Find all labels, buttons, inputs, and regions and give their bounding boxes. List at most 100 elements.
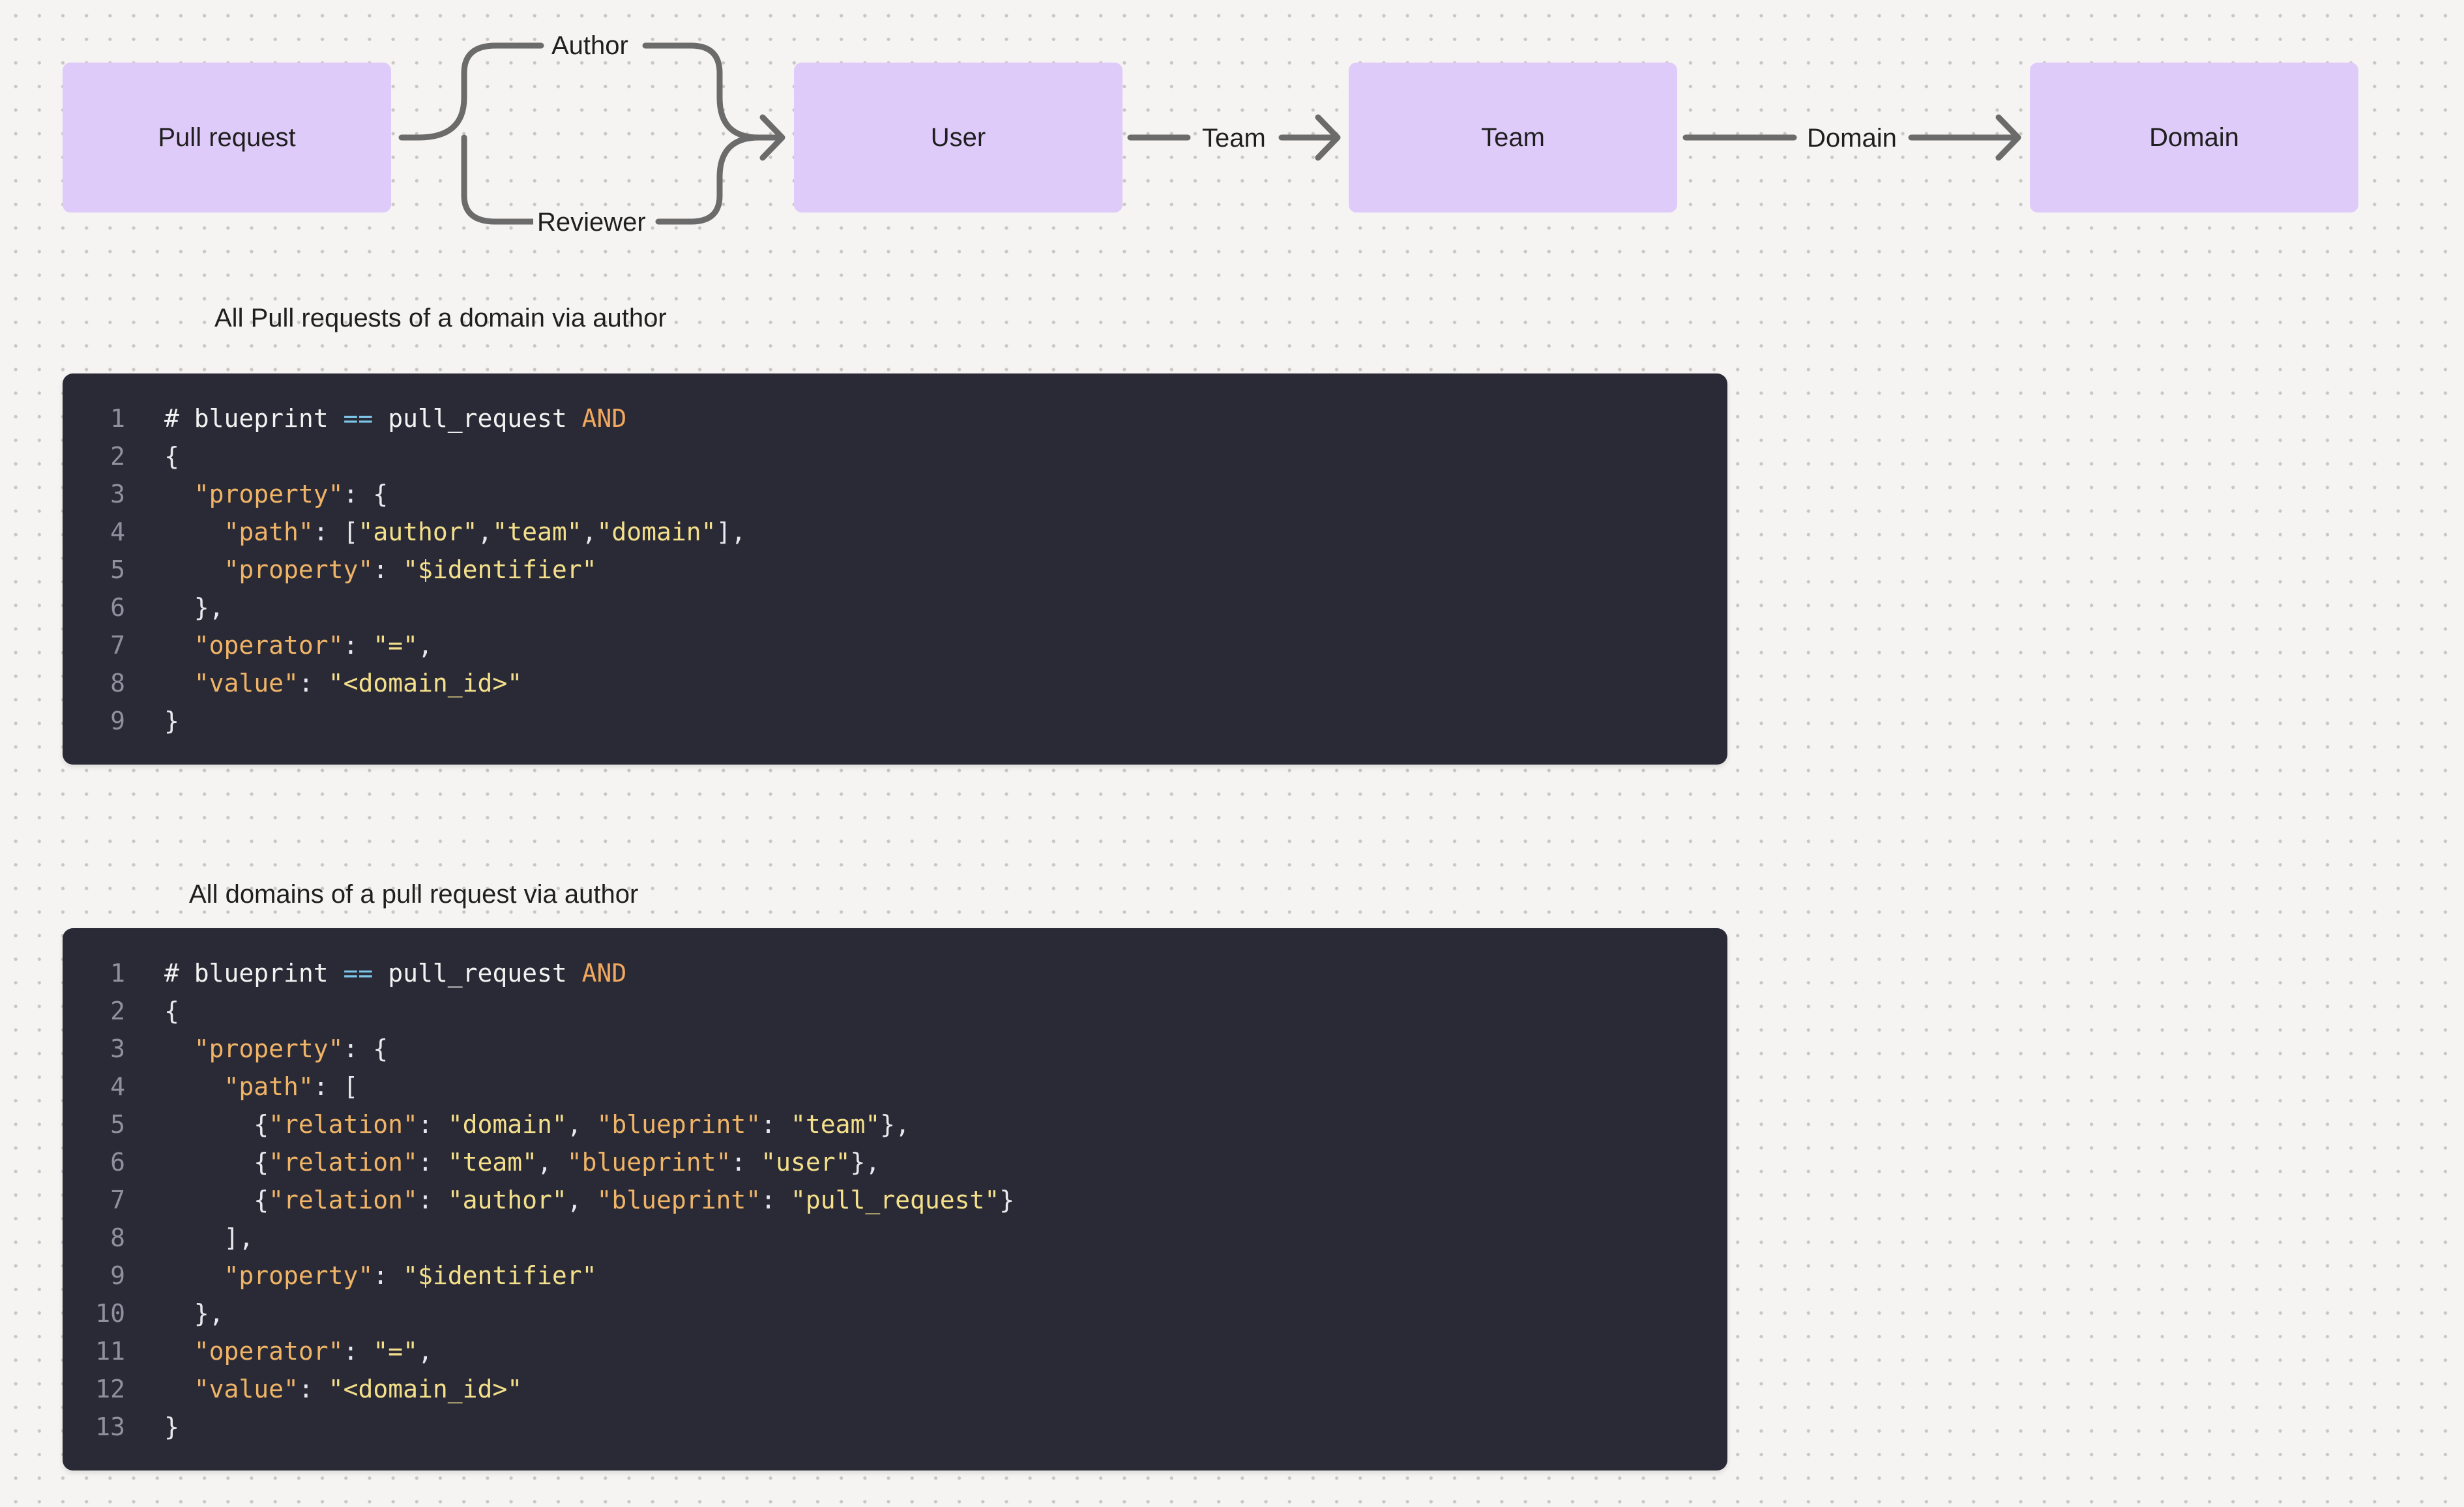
- code-token: "=": [373, 1337, 418, 1366]
- code-line: 7 "operator": "=",: [63, 626, 1727, 664]
- code-token: "path": [224, 1072, 314, 1101]
- code-token: "team": [790, 1110, 881, 1139]
- code-token: :: [417, 1148, 448, 1177]
- line-number: 2: [110, 997, 125, 1025]
- code-token: : [: [313, 1072, 359, 1101]
- code-token: :: [731, 1148, 761, 1177]
- code-text: "path": [: [164, 1068, 359, 1105]
- code-line: 4 "path": [: [63, 1068, 1727, 1105]
- line-number: 4: [110, 518, 125, 546]
- code-token: : [: [313, 518, 359, 546]
- code-text: }: [164, 1408, 179, 1446]
- code-text: {"relation": "author", "blueprint": "pul…: [164, 1181, 1014, 1219]
- code-line: 5 {"relation": "domain", "blueprint": "t…: [63, 1105, 1727, 1143]
- code-text: "operator": "=",: [164, 1332, 433, 1370]
- code-token: "domain": [596, 518, 716, 546]
- code-token: :: [417, 1186, 448, 1214]
- code-token: ,: [566, 1110, 597, 1139]
- code-line: 3 "property": {: [63, 475, 1727, 513]
- code-token: "relation": [269, 1148, 418, 1177]
- code-line: 1# blueprint == pull_request AND: [63, 954, 1727, 992]
- code-line: 7 {"relation": "author", "blueprint": "p…: [63, 1181, 1727, 1219]
- code-token: },: [880, 1110, 910, 1139]
- line-number: 11: [95, 1337, 125, 1366]
- code-token: "domain": [447, 1110, 567, 1139]
- line-number: 8: [110, 1223, 125, 1252]
- code-token: ],: [164, 1223, 254, 1252]
- code-text: # blueprint == pull_request AND: [164, 400, 626, 437]
- line-number: 3: [110, 480, 125, 508]
- code-token: "blueprint": [596, 1110, 761, 1139]
- code-text: # blueprint == pull_request AND: [164, 954, 626, 992]
- code-token: {: [164, 1110, 269, 1139]
- code-token: "team": [492, 518, 582, 546]
- code-token: "author": [447, 1186, 567, 1214]
- code-token: [164, 1034, 194, 1063]
- code-token: }: [999, 1186, 1015, 1214]
- code-token: [164, 1261, 224, 1290]
- code-token: "relation": [269, 1110, 418, 1139]
- code-line: 13}: [63, 1408, 1727, 1446]
- code-token: pull_request: [373, 404, 582, 433]
- line-number: 10: [95, 1299, 125, 1328]
- line-number: 9: [110, 707, 125, 735]
- code-token: "property": [224, 1261, 374, 1290]
- code-token: ,: [581, 518, 597, 546]
- code-token: ,: [417, 1337, 433, 1366]
- code-text: "path": ["author","team","domain"],: [164, 513, 746, 551]
- node-team[interactable]: Team: [1349, 63, 1677, 212]
- code-token: : {: [343, 1034, 389, 1063]
- code-token: :: [761, 1186, 791, 1214]
- code-token: :: [373, 1261, 403, 1290]
- node-user[interactable]: User: [794, 63, 1122, 212]
- arrowhead-user: [759, 114, 785, 161]
- code-line: 6 {"relation": "team", "blueprint": "use…: [63, 1143, 1727, 1181]
- code-token: "value": [194, 1375, 299, 1403]
- line-number: 5: [110, 555, 125, 584]
- code-line: 12 "value": "<domain_id>": [63, 1370, 1727, 1408]
- code-token: # blueprint: [164, 404, 344, 433]
- code-token: [164, 480, 194, 508]
- code-token: "operator": [194, 1337, 344, 1366]
- code-token: "pull_request": [790, 1186, 1000, 1214]
- code-line: 8 ],: [63, 1219, 1727, 1257]
- code-token: ,: [566, 1186, 597, 1214]
- code-token: "team": [447, 1148, 537, 1177]
- code-line: 9 "property": "$identifier": [63, 1257, 1727, 1295]
- code-token: },: [164, 1299, 224, 1328]
- node-pull-request[interactable]: Pull request: [63, 63, 391, 212]
- line-number: 7: [110, 631, 125, 660]
- code-token: "property": [224, 555, 374, 584]
- code-token: [164, 669, 194, 697]
- code-token: "<domain_id>": [328, 1375, 523, 1403]
- edge-label-team: Team: [1198, 125, 1270, 151]
- line-number: 7: [110, 1186, 125, 1214]
- code-token: {: [164, 442, 179, 471]
- caption-domains-of-pull-request: All domains of a pull request via author: [189, 880, 639, 909]
- node-domain[interactable]: Domain: [2030, 63, 2358, 212]
- code-token: [164, 1375, 194, 1403]
- code-text: "property": {: [164, 475, 388, 513]
- code-token: [164, 1337, 194, 1366]
- line-number: 13: [95, 1412, 125, 1441]
- code-token: [164, 631, 194, 660]
- code-token: # blueprint: [164, 959, 344, 988]
- code-token: "property": [194, 1034, 344, 1063]
- line-number: 9: [110, 1261, 125, 1290]
- code-token: "user": [761, 1148, 851, 1177]
- code-token: AND: [581, 404, 627, 433]
- code-token: [164, 518, 224, 546]
- line-number: 6: [110, 593, 125, 622]
- code-token: "=": [373, 631, 418, 660]
- line-number: 5: [110, 1110, 125, 1139]
- code-token: :: [343, 1337, 374, 1366]
- code-token: "<domain_id>": [328, 669, 523, 697]
- code-text: {: [164, 992, 179, 1030]
- code-token: :: [417, 1110, 448, 1139]
- edge-label-domain: Domain: [1803, 125, 1901, 151]
